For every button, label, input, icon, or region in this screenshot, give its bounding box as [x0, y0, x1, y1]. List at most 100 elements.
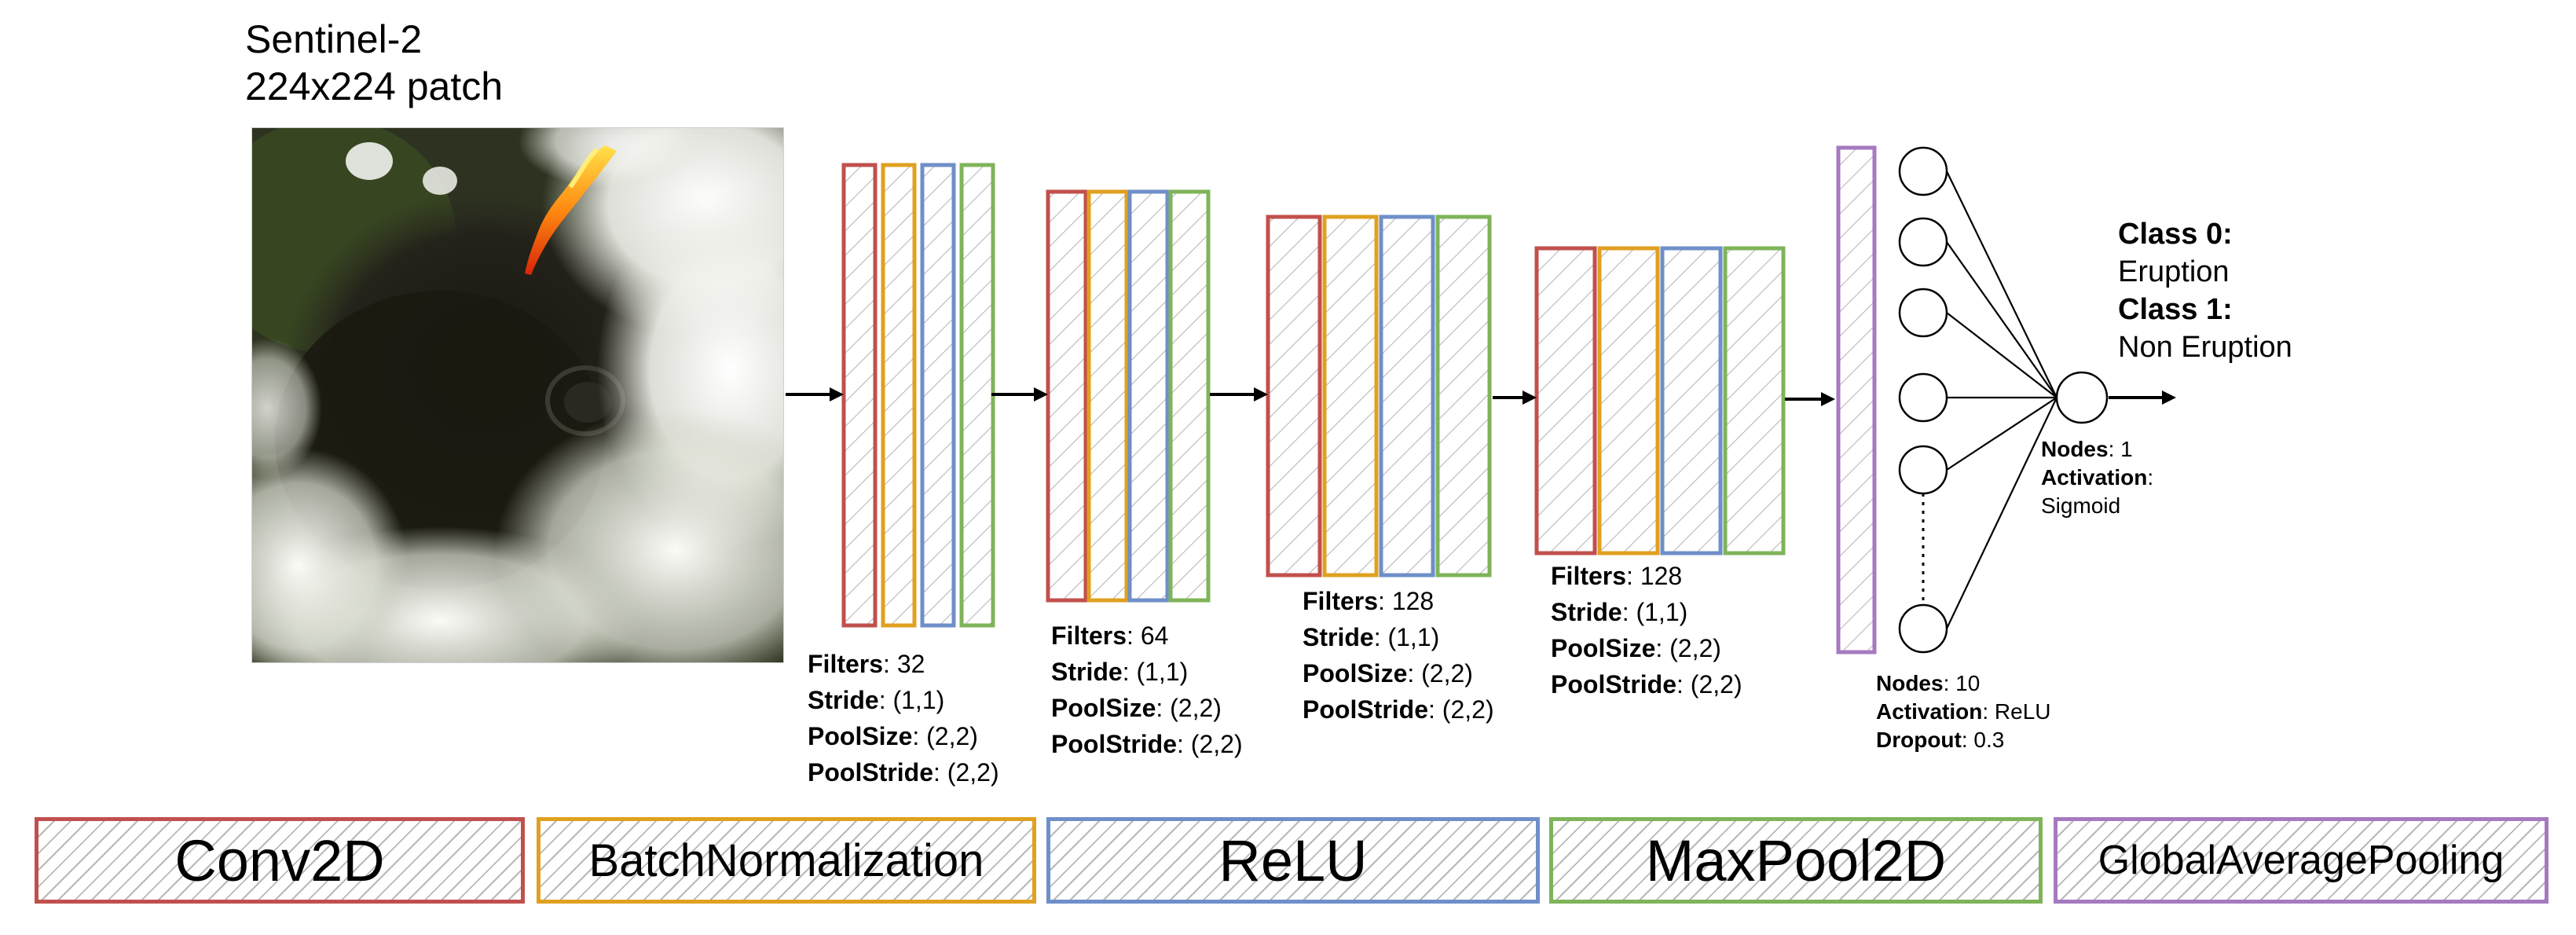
filters-label: Filters [1551, 562, 1627, 590]
activation-value: Sigmoid [2041, 493, 2121, 518]
maxpool-layer [1723, 246, 1786, 556]
activation-separator: : [2147, 465, 2154, 490]
stride-label: Stride [1551, 598, 1622, 626]
layer-blocks [841, 145, 1877, 654]
dense-params: Nodes: 10 Activation: ReLU Dropout: 0.3 [1876, 669, 2051, 754]
block-2-params: Filters: 64 Stride: (1,1) PoolSize: (2,2… [1051, 618, 1243, 762]
dense-node [1898, 217, 1948, 267]
class0-value: Eruption [2118, 255, 2230, 288]
maxpool-layer [1435, 214, 1492, 578]
class1-label: Class 1: [2118, 293, 2233, 326]
satellite-image [251, 127, 784, 663]
poolstride-value: : (2,2) [1676, 670, 1742, 698]
relu-layer [1379, 214, 1435, 578]
poolsize-label: PoolSize [1051, 694, 1156, 722]
dense-node [1898, 372, 1948, 423]
legend-relu: ReLU [1046, 817, 1540, 904]
poolstride-value: : (2,2) [933, 758, 999, 786]
filters-label: Filters [1303, 587, 1379, 615]
arrow-block1-to-block2 [991, 387, 1048, 402]
stride-value: : (1,1) [1621, 598, 1688, 626]
legend-globalaveragepooling: GlobalAveragePooling [2054, 817, 2549, 904]
filters-label: Filters [1051, 622, 1127, 650]
output-params: Nodes: 1 Activation: Sigmoid [2041, 435, 2153, 520]
conv-block-2 [1046, 189, 1211, 603]
poolstride-label: PoolStride [1303, 695, 1429, 724]
filters-label: Filters [808, 650, 884, 678]
legend-label: BatchNormalization [588, 834, 984, 886]
activation-value: : ReLU [1982, 699, 2051, 724]
conv-block-1 [841, 163, 995, 628]
input-title-line2: 224x224 patch [245, 64, 504, 108]
poolsize-value: : (2,2) [1655, 634, 1721, 662]
legend-label: Conv2D [174, 827, 385, 893]
poolsize-value: : (2,2) [912, 722, 978, 750]
stride-label: Stride [1303, 623, 1374, 651]
filters-value: : 64 [1127, 622, 1169, 650]
arrow-input-to-block1 [786, 387, 844, 402]
poolsize-label: PoolSize [1551, 634, 1656, 662]
output-node [2055, 371, 2109, 424]
poolstride-label: PoolStride [1051, 730, 1178, 758]
input-title: Sentinel-2 224x224 patch [245, 16, 503, 110]
legend-conv2d: Conv2D [35, 817, 525, 904]
conv2d-layer [1266, 214, 1322, 578]
flow-arrows [786, 387, 2176, 406]
batchnorm-layer [1086, 189, 1129, 603]
batchnorm-layer [1597, 246, 1660, 556]
poolsize-label: PoolSize [808, 722, 913, 750]
poolstride-label: PoolStride [808, 758, 934, 786]
conv-block-3 [1266, 214, 1492, 578]
activation-label: Activation [2041, 465, 2148, 490]
global-average-pooling-layer [1836, 145, 1877, 654]
maxpool-layer [1168, 189, 1211, 603]
dropout-value: : 0.3 [1961, 728, 2005, 752]
dense-node [1898, 146, 1948, 196]
filters-value: : 128 [1626, 562, 1683, 590]
conv2d-layer [841, 163, 878, 628]
arrow-block3-to-block4 [1493, 390, 1537, 405]
poolstride-label: PoolStride [1551, 670, 1677, 698]
dense-network [1898, 146, 2109, 654]
block-4-params: Filters: 128 Stride: (1,1) PoolSize: (2,… [1551, 558, 1742, 702]
nodes-value: : 1 [2108, 437, 2133, 461]
dense-node [1898, 288, 1948, 338]
input-title-line1: Sentinel-2 [245, 17, 423, 61]
conv2d-layer [1534, 246, 1597, 556]
dense-node [1898, 445, 1948, 495]
legend-label: GlobalAveragePooling [2098, 838, 2505, 883]
poolsize-label: PoolSize [1303, 659, 1408, 688]
dropout-label: Dropout [1876, 728, 1962, 752]
batchnorm-layer [881, 163, 917, 628]
class0-label: Class 0: [2118, 218, 2233, 251]
conv2d-layer [1046, 189, 1088, 603]
nodes-label: Nodes [1876, 671, 1944, 695]
block-3-params: Filters: 128 Stride: (1,1) PoolSize: (2,… [1303, 583, 1494, 728]
stride-value: : (1,1) [878, 686, 945, 714]
legend-maxpool2d: MaxPool2D [1549, 817, 2043, 904]
legend-label: MaxPool2D [1645, 827, 1947, 893]
poolstride-value: : (2,2) [1177, 730, 1243, 758]
relu-layer [1127, 189, 1170, 603]
poolsize-value: : (2,2) [1407, 659, 1473, 688]
activation-label: Activation [1876, 699, 1983, 724]
class1-value: Non Eruption [2118, 331, 2292, 364]
nodes-value: : 10 [1943, 671, 1981, 695]
relu-layer [1660, 246, 1723, 556]
legend-label: ReLU [1218, 827, 1368, 893]
filters-value: : 32 [883, 650, 925, 678]
conv-block-4 [1534, 246, 1786, 556]
maxpool-layer [959, 163, 995, 628]
relu-layer [920, 163, 956, 628]
arrow-output [2109, 390, 2176, 405]
stride-label: Stride [808, 686, 879, 714]
legend-batchnormalization: BatchNormalization [537, 817, 1036, 904]
stride-value: : (1,1) [1373, 623, 1440, 651]
poolsize-value: : (2,2) [1156, 694, 1222, 722]
arrow-block2-to-block3 [1210, 387, 1268, 402]
filters-value: : 128 [1378, 587, 1435, 615]
block-1-params: Filters: 32 Stride: (1,1) PoolSize: (2,2… [808, 646, 999, 790]
dense-node [1898, 603, 1948, 654]
class-labels: Class 0: Eruption Class 1: Non Eruption [2118, 215, 2292, 366]
